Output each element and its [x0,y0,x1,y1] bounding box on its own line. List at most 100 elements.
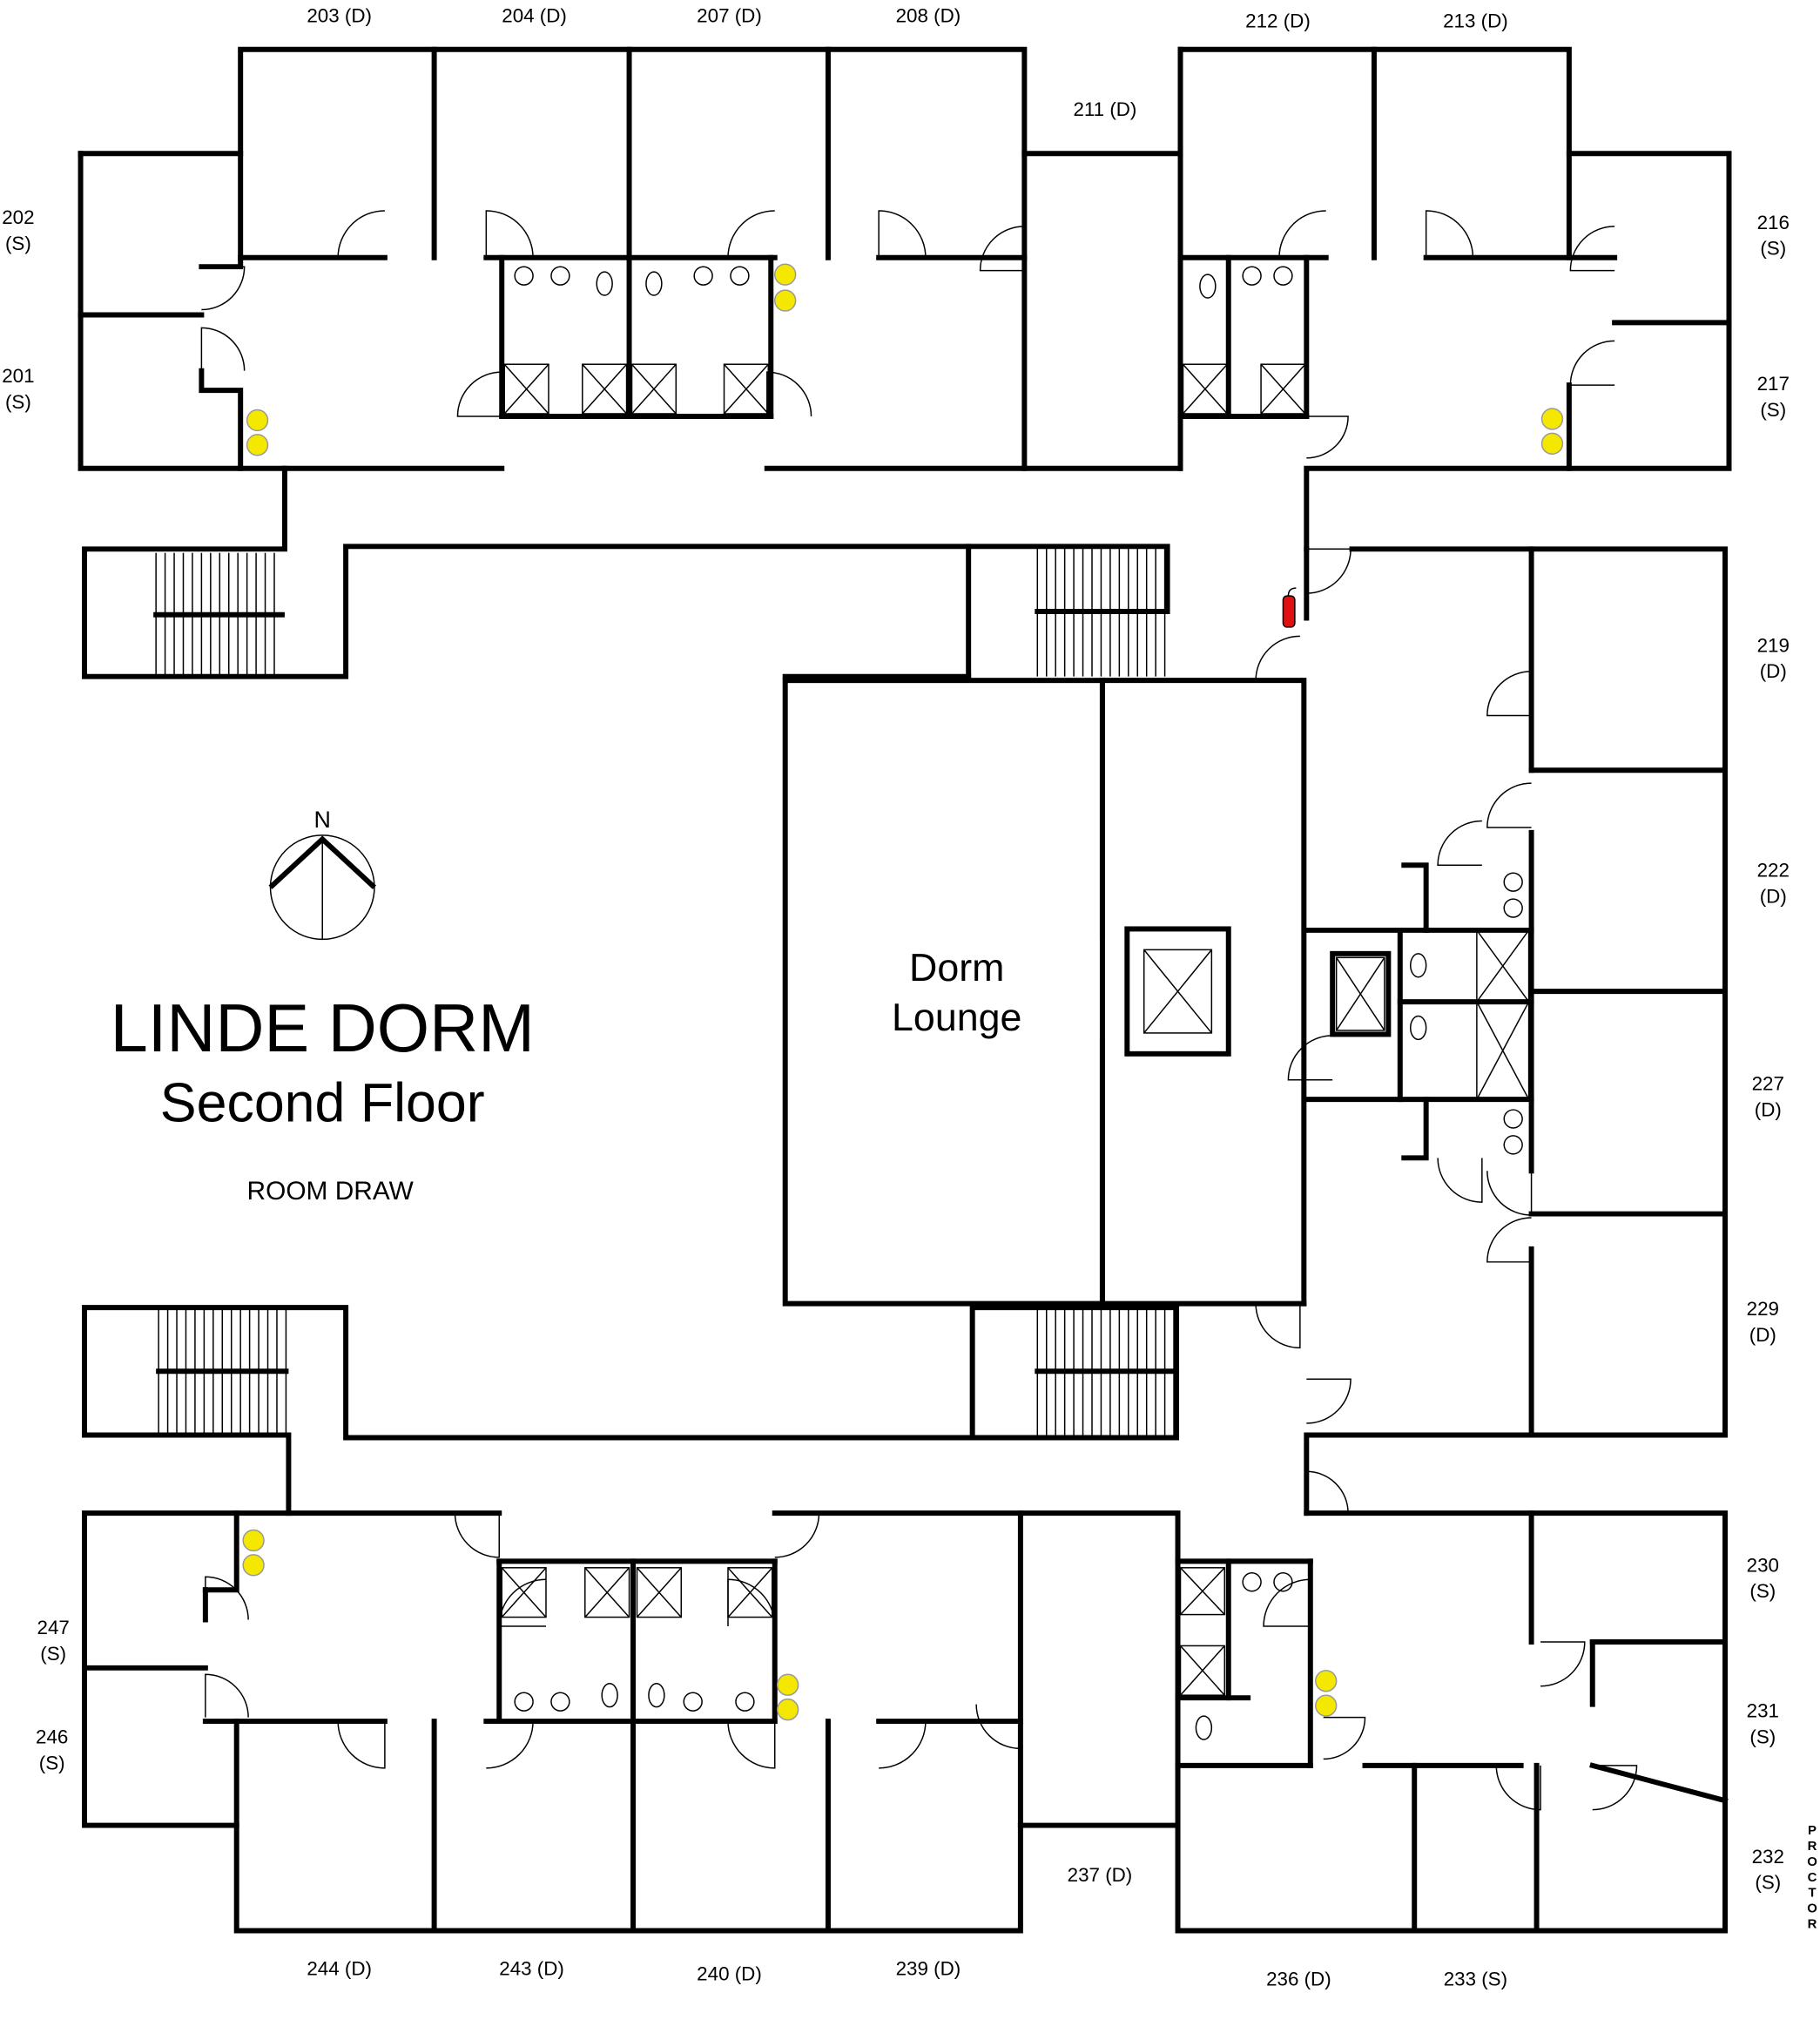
door-swing [456,371,502,417]
door-swing [498,1578,547,1627]
room-label-247: 247 [37,1617,70,1638]
shower-icon [636,1567,682,1618]
shower-icon [630,363,677,415]
room-label-222-type: (D) [1760,886,1787,908]
sink-icon [1273,266,1293,286]
sink-icon [514,1692,534,1712]
door-swing [1255,1303,1301,1349]
room-label-217-type: (S) [1760,399,1786,421]
yellow-marker [1315,1670,1338,1692]
sink-icon [1503,1109,1523,1129]
door-swing [486,1720,534,1769]
door-swing [1486,782,1532,828]
room-label-216-type: (S) [1760,238,1786,260]
door-swing [1306,415,1349,459]
proctor-letter: R [1808,1839,1817,1854]
room-label-204: 204 (D) [502,4,567,26]
sink-icon [730,266,750,286]
shower-icon [636,1567,683,1618]
room-label-202-type: (S) [5,233,31,254]
sink-icon [514,266,534,286]
stairs [153,546,1180,1435]
toilet-icon [601,1683,618,1708]
sink-icon [1503,1135,1523,1155]
shower-icon [1476,929,1530,1003]
room-label-232: 232 [1752,1846,1784,1868]
shower-icon [727,1567,773,1618]
door-swing [1437,820,1482,867]
building-title: LINDE DORM [111,991,535,1066]
shower-icon [582,363,628,415]
room-label-229-type: (D) [1749,1324,1776,1346]
room-label-227-type: (D) [1755,1099,1782,1121]
room-label-233: 233 (S) [1444,1968,1507,1989]
door-swing [1278,210,1326,259]
shower-icon [1179,1567,1226,1616]
sink-icon [1242,1572,1262,1592]
room-label-236: 236 (D) [1266,1968,1331,1989]
shower-icon [1476,1001,1530,1100]
door-swing [1437,1158,1483,1203]
proctor-letter: O [1807,1902,1817,1916]
sink-icon [1503,872,1523,892]
door-swing [878,210,927,258]
room-label-230: 230 [1747,1554,1779,1576]
toilet-icon [648,1683,665,1708]
proctor-letter: P [1808,1823,1817,1838]
yellow-marker [242,1554,265,1577]
room-label-246: 246 [36,1726,68,1747]
room-label-227: 227 [1752,1073,1784,1095]
lounge-label-line2: Lounge [892,996,1021,1039]
door-swing [727,1578,776,1627]
door-swing [766,371,812,416]
shower-icon [1182,363,1228,415]
room-label-208: 208 (D) [896,4,961,26]
door-swing [1287,1035,1333,1081]
door-swing [205,1576,249,1620]
yellow-marker [246,434,269,456]
room-label-246-type: (S) [39,1752,65,1773]
shower-icon [584,1567,630,1618]
sink-icon [1503,898,1523,918]
yellow-marker [242,1529,265,1552]
room-label-232-type: (S) [1755,1872,1781,1894]
sink-icon [1242,266,1262,286]
door-swing [1486,670,1532,717]
door-swing [1306,1378,1352,1424]
door-swing [727,1721,776,1769]
room-label-213: 213 (D) [1443,10,1508,31]
door-swing [1306,548,1352,594]
door-swing [485,210,534,258]
shower-icon [1260,363,1306,415]
door-swing [1569,340,1615,386]
walls [78,46,1732,1934]
shower-icon [630,363,677,415]
door-swing [879,1720,927,1769]
shower-icon [1179,1567,1225,1616]
shower-icon [501,1567,547,1618]
shower-icon [1260,363,1306,415]
proctor-letter: T [1808,1886,1816,1901]
door-swing [1425,210,1474,258]
room-label-244: 244 (D) [307,1957,372,1979]
door-swing [1305,1470,1349,1514]
door-swing [979,226,1025,272]
shower-icon [723,363,769,415]
room-label-201-type: (S) [5,391,31,413]
shower-fixtures [501,266,1530,1740]
fire-extinguisher-icon [1282,587,1297,628]
room-label-229: 229 [1747,1298,1779,1320]
yellow-markers [242,263,1564,1721]
sink-icon [735,1692,755,1712]
sink-icon [550,1692,570,1712]
room-label-237: 237 (D) [1068,1864,1133,1886]
yellow-marker [776,1673,799,1696]
room-labels: 203 (D) 204 (D) 207 (D) 208 (D) 211 (D) … [2,4,1790,1989]
room-label-231: 231 [1747,1700,1779,1722]
door-swing [1486,1217,1532,1263]
shower-icon [723,363,770,415]
lounge-label-line1: Dorm [909,946,1004,990]
proctor-label: P R O C T O R [1807,1823,1817,1932]
door-swing [1540,1641,1586,1687]
